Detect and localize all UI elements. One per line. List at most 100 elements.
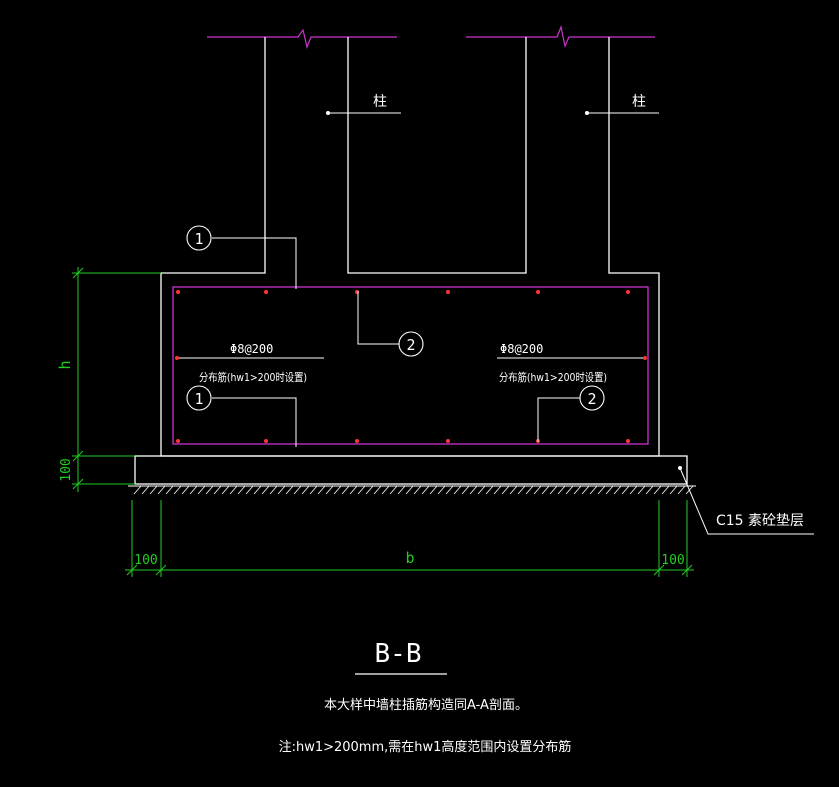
foundation-outline <box>160 37 660 457</box>
hatch-stroke <box>381 485 390 495</box>
dimension-right-offset: 100 <box>661 553 684 568</box>
hatch-stroke <box>165 485 174 495</box>
rebar-dot <box>626 439 630 443</box>
hatch-stroke <box>461 485 470 495</box>
dimension-vertical <box>72 267 161 492</box>
hatch-stroke <box>333 485 342 495</box>
rebar-spec-left: Φ8@200 <box>230 342 273 356</box>
column-label-right: 柱 <box>585 94 659 115</box>
hatch-stroke <box>221 485 230 495</box>
hatch-stroke <box>405 485 414 495</box>
hatch-stroke <box>597 485 606 495</box>
cushion-leader: C15 素砼垫层 <box>678 466 814 535</box>
bubble-1-bottom-text: 1 <box>194 390 203 408</box>
cushion-label: C15 素砼垫层 <box>716 513 804 529</box>
hatch-stroke <box>637 485 646 495</box>
hatch-stroke <box>525 485 534 495</box>
break-line-left <box>207 28 397 49</box>
hatch-stroke <box>293 485 302 495</box>
note-2: 注:hw1>200mm,需在hw1高度范围内设置分布筋 <box>279 739 572 755</box>
bubble-2-mid-text: 2 <box>406 336 415 354</box>
hatch-stroke <box>429 485 438 495</box>
hatch-stroke <box>653 485 662 495</box>
hatch-stroke <box>205 485 214 495</box>
bubble-1-top: 1 <box>186 225 297 289</box>
hatch-stroke <box>181 485 190 495</box>
hatch-stroke <box>237 485 246 495</box>
rebar-dot <box>446 290 450 294</box>
hatch-stroke <box>397 485 406 495</box>
rebar-dots <box>175 290 647 443</box>
hatch-stroke <box>605 485 614 495</box>
hatch-stroke <box>541 485 550 495</box>
hatch-stroke <box>229 485 238 495</box>
rebar-dot <box>536 290 540 294</box>
hatch-stroke <box>469 485 478 495</box>
bubble-2-mid: 2 <box>357 291 424 357</box>
hatch-stroke <box>389 485 398 495</box>
bubble-2-bottom-text: 2 <box>587 390 596 408</box>
hatch-stroke <box>437 485 446 495</box>
hatch-stroke <box>309 485 318 495</box>
rebar-dot <box>446 439 450 443</box>
hatch-stroke <box>141 485 150 495</box>
hatch-stroke <box>557 485 566 495</box>
hatch-stroke <box>533 485 542 495</box>
hatch-stroke <box>565 485 574 495</box>
rebar-dot <box>355 439 359 443</box>
hatch-stroke <box>157 485 166 495</box>
hatch-stroke <box>581 485 590 495</box>
hatch-stroke <box>197 485 206 495</box>
hatch-stroke <box>549 485 558 495</box>
foundation-inner-outline <box>347 37 527 274</box>
rebar-spec-right: Φ8@200 <box>500 342 543 356</box>
hatch-stroke <box>669 485 678 495</box>
hatch-stroke <box>149 485 158 495</box>
hatch-stroke <box>413 485 422 495</box>
hatch-stroke <box>173 485 182 495</box>
rebar-dot <box>176 439 180 443</box>
rebar-dot <box>626 290 630 294</box>
hatch-stroke <box>509 485 518 495</box>
rebar-distribution-left: 分布筋(hw1>200时设置) <box>199 370 307 384</box>
hatch-stroke <box>445 485 454 495</box>
hatch-stroke <box>629 485 638 495</box>
dimension-cushion-thickness: 100 <box>59 458 74 481</box>
hatch-stroke <box>325 485 334 495</box>
hatch-stroke <box>285 485 294 495</box>
hatch-stroke <box>493 485 502 495</box>
note-1: 本大样中墙柱插筋构造同A-A剖面。 <box>324 697 528 713</box>
hatch-stroke <box>341 485 350 495</box>
rebar-dot <box>643 356 647 360</box>
hatch-stroke <box>261 485 270 495</box>
rebar-distribution-right: 分布筋(hw1>200时设置) <box>499 370 607 384</box>
rebar-dot <box>176 290 180 294</box>
hatch-stroke <box>133 485 142 495</box>
hatch-stroke <box>301 485 310 495</box>
hatch-stroke <box>517 485 526 495</box>
dimension-height: h <box>56 360 74 369</box>
hatch-stroke <box>621 485 630 495</box>
hatch-stroke <box>645 485 654 495</box>
hatch-stroke <box>661 485 670 495</box>
hatch-stroke <box>589 485 598 495</box>
bubble-2-bottom: 2 <box>537 385 605 442</box>
hatch-stroke <box>477 485 486 495</box>
hatch-stroke <box>573 485 582 495</box>
ground-hatch <box>133 485 694 495</box>
dimension-left-offset: 100 <box>134 553 157 568</box>
hatch-stroke <box>189 485 198 495</box>
column-label-right-text: 柱 <box>632 94 646 110</box>
hatch-stroke <box>453 485 462 495</box>
hatch-stroke <box>365 485 374 495</box>
hatch-stroke <box>317 485 326 495</box>
break-line-right <box>466 24 655 48</box>
rebar-dot <box>264 290 268 294</box>
dimension-width: b <box>405 549 414 567</box>
hatch-stroke <box>277 485 286 495</box>
section-title: B-B <box>375 639 422 669</box>
rebar-dot <box>175 356 179 360</box>
hatch-stroke <box>245 485 254 495</box>
rebar-dot <box>264 439 268 443</box>
